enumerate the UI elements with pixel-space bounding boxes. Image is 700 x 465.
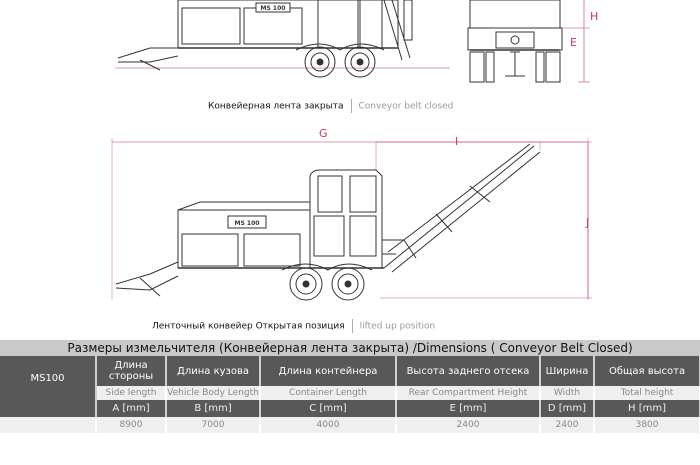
col-header-ru: Общая высота <box>594 356 700 386</box>
side-view-closed <box>115 0 450 78</box>
dim-label-j: J <box>586 216 590 229</box>
col-value: 2400 <box>396 417 541 433</box>
col-value: 7000 <box>166 417 261 433</box>
table-row: MS100 Длина стороны Длина кузова Длина к… <box>0 356 700 400</box>
col-value: 3800 <box>594 417 700 433</box>
col-header-en: Side length <box>96 386 167 400</box>
side-view-open <box>111 138 592 301</box>
caption-divider <box>350 99 352 113</box>
col-header-ru: Ширина <box>540 356 595 386</box>
col-header-en: Rear Compartment Height <box>396 386 541 400</box>
col-header-en: Vehicle Body Length <box>166 386 261 400</box>
rear-view <box>467 0 590 83</box>
col-value: 4000 <box>260 417 397 433</box>
col-unit: E [mm] <box>396 400 541 417</box>
col-value: 2400 <box>540 417 595 433</box>
col-unit: H [mm] <box>594 400 700 417</box>
caption-divider <box>351 319 353 333</box>
technical-drawing: MS 100 <box>111 0 592 301</box>
dimensions-table: Размеры измельчителя (Конвейерная лента … <box>0 340 700 433</box>
dim-label-e: E <box>570 36 577 49</box>
table-row: Side length Vehicle Body Length Containe… <box>0 386 700 400</box>
caption-open-en: lifted up position <box>359 321 436 332</box>
table-title-row: Размеры измельчителя (Конвейерная лента … <box>0 340 700 356</box>
col-unit: A [mm] <box>96 400 167 417</box>
col-header-en: Total height <box>594 386 700 400</box>
caption-closed: Конвейерная лента закрыта Conveyor belt c… <box>208 99 453 113</box>
blank-cell <box>0 417 97 433</box>
table-row: 8900 7000 4000 2400 2400 3800 <box>0 417 700 433</box>
col-unit: C [mm] <box>260 400 397 417</box>
model-name: MS100 <box>0 356 97 400</box>
dim-label-g: G <box>319 127 328 140</box>
col-header-en: Container Length <box>260 386 397 400</box>
col-unit: B [mm] <box>166 400 261 417</box>
col-header-ru: Длина контейнера <box>260 356 397 386</box>
blank-cell <box>0 400 97 417</box>
caption-closed-ru: Конвейерная лента закрыта <box>208 101 344 112</box>
table-title: Размеры измельчителя (Конвейерная лента … <box>0 340 700 356</box>
plate-bottom: MS 100 <box>235 220 260 227</box>
col-value: 8900 <box>96 417 167 433</box>
caption-open: Ленточный конвейер Открытая позиция lifte… <box>152 319 435 333</box>
col-header-ru: Длина стороны <box>96 356 167 386</box>
col-header-en: Width <box>540 386 595 400</box>
col-header-ru: Высота заднего отсека <box>396 356 541 386</box>
col-unit: D [mm] <box>540 400 595 417</box>
table-row: A [mm] B [mm] C [mm] E [mm] D [mm] H [mm… <box>0 400 700 417</box>
dim-label-h: H <box>590 10 599 23</box>
caption-closed-en: Conveyor belt closed <box>358 101 454 112</box>
dim-label-i: I <box>455 135 459 148</box>
plate-top: MS 100 <box>261 5 286 12</box>
col-header-ru: Длина кузова <box>166 356 261 386</box>
caption-open-ru: Ленточный конвейер Открытая позиция <box>152 321 345 332</box>
